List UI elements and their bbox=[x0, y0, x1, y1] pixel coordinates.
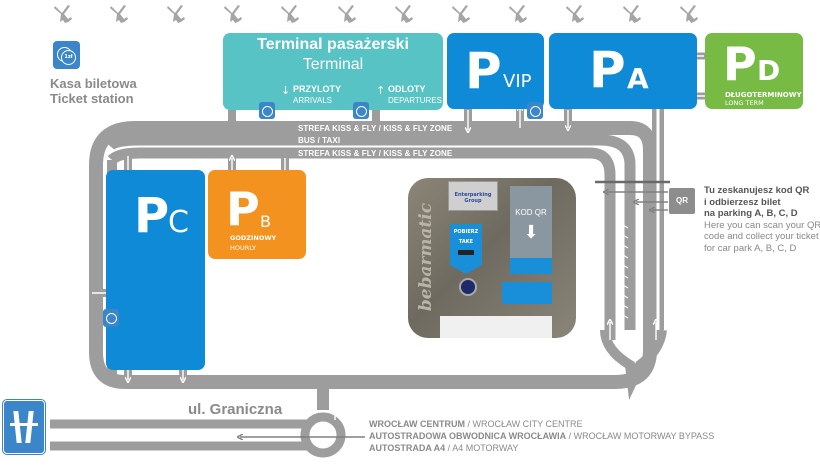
sep: / bbox=[566, 431, 574, 441]
lane-bus-taxi: BUS / TAXI bbox=[298, 136, 341, 145]
ticket-machine-icon bbox=[259, 102, 275, 119]
ticket-machine-icon bbox=[527, 102, 543, 119]
qr-info-pl-2: i odbierzesz bilet bbox=[704, 196, 781, 208]
airplane-icon bbox=[110, 5, 128, 23]
parking-b-desc-en: HOURLY bbox=[230, 244, 257, 252]
lane-kiss-fly-1: STREFA KISS & FLY / KISS & FLY ZONE bbox=[298, 124, 453, 133]
kod-qr-label: KOD QR bbox=[515, 208, 547, 217]
airplane-icon bbox=[281, 5, 299, 23]
ticket-machine-photo: bebarmatic Enterparking Group POBIERZ TA… bbox=[408, 178, 576, 338]
airplane-icon bbox=[509, 5, 527, 23]
airplane-icon bbox=[395, 5, 413, 23]
qr-panel: KOD QR ⬇ bbox=[510, 186, 552, 258]
parking-d-letter: P bbox=[723, 37, 757, 91]
ticket-station-label-pl: Kasa biletowa bbox=[50, 76, 137, 91]
airplane-icon bbox=[224, 5, 242, 23]
terminal-building: Terminal pasażerski Terminal ↓ PRZYLOTY … bbox=[223, 33, 443, 110]
qr-info-en-3: for car park A, B, C, D bbox=[704, 242, 797, 254]
parking-vip-sub: VIP bbox=[503, 71, 532, 92]
destination-line2-pl: AUTOSTRADOWA OBWODNICA WROCŁAWIA bbox=[369, 431, 567, 441]
parking-a-letter: P bbox=[589, 41, 626, 99]
funnel-road bbox=[600, 329, 667, 400]
destination-line1-en: WROCŁAW CITY CENTRE bbox=[472, 419, 583, 429]
qr-info-en-2: code and collect your ticket bbox=[704, 231, 819, 242]
departures-label-pl: ODLOTY bbox=[388, 84, 426, 94]
machine-brand: bebarmatic bbox=[416, 202, 437, 312]
qr-badge: QR bbox=[669, 188, 695, 214]
motorway-sign-icon bbox=[2, 399, 46, 455]
parking-d-sub: D bbox=[757, 54, 781, 87]
street-name: ul. Graniczna bbox=[188, 401, 283, 418]
hatching bbox=[617, 221, 629, 319]
airplane-icon bbox=[680, 5, 698, 23]
qr-info-pl-1: Tu zeskanujesz kod QR bbox=[704, 185, 810, 196]
destination-line2-en: WROCŁAW MOTORWAY BYPASS bbox=[573, 431, 715, 441]
departures-label-en: DEPARTURES bbox=[388, 96, 442, 105]
parking-b[interactable]: P B GODZINOWY HOURLY bbox=[208, 170, 306, 259]
ticket-machine-icon bbox=[103, 309, 119, 327]
airplane-icon bbox=[623, 5, 641, 23]
parking-c[interactable]: P C bbox=[106, 170, 205, 370]
qr-info-pl-3: na parking A, B, C, D bbox=[704, 208, 798, 219]
arrivals-label-pl: PRZYLOTY bbox=[293, 84, 342, 94]
take-label-pl: POBIERZ bbox=[453, 229, 479, 235]
terminal-title-en: Terminal bbox=[302, 56, 364, 73]
destination-city-centre: WROCŁAW CENTRUM / WROCŁAW CITY CENTRE bbox=[369, 418, 714, 430]
parking-vip-letter: P bbox=[465, 42, 502, 100]
terminal-title-pl: Terminal pasażerski bbox=[257, 36, 409, 53]
parking-d[interactable]: P D DŁUGOTERMINOWY LONG TERM bbox=[705, 33, 803, 109]
airplane-icon bbox=[566, 5, 584, 23]
destination-bypass: AUTOSTRADOWA OBWODNICA WROCŁAWIA / WROCŁ… bbox=[369, 430, 714, 442]
qr-info-en-1: Here you can scan your QR bbox=[704, 219, 820, 231]
lane-kiss-fly-2: STREFA KISS & FLY / KISS & FLY ZONE bbox=[298, 149, 453, 158]
destination-a4: AUTOSTRADA A4 / A4 MOTORWAY bbox=[369, 442, 714, 454]
roundabout bbox=[300, 412, 346, 458]
arrivals-arrow-icon: ↓ bbox=[281, 84, 291, 97]
airplane-icon bbox=[54, 5, 72, 23]
destination-line3-en: A4 MOTORWAY bbox=[452, 443, 519, 453]
ticket-station-label-en: Ticket station bbox=[50, 91, 134, 106]
parking-a-sub: A bbox=[627, 62, 649, 95]
bus-taxi-road bbox=[105, 134, 636, 330]
airplane-icon bbox=[338, 5, 356, 23]
parking-d-desc-en: LONG TERM bbox=[725, 99, 764, 107]
parking-b-letter: P bbox=[226, 182, 260, 236]
sep: / bbox=[465, 419, 473, 429]
parking-c-sub: C bbox=[168, 205, 189, 240]
take-label-en: TAKE bbox=[458, 239, 474, 245]
ticket-station-icon: 1zł bbox=[53, 41, 80, 69]
coin-1zl-icon: 1zł bbox=[61, 50, 76, 65]
destination-line1-pl: WROCŁAW CENTRUM bbox=[369, 419, 465, 429]
airplane-icon bbox=[167, 5, 185, 23]
destination-line3-pl: AUTOSTRADA A4 bbox=[369, 443, 446, 453]
parking-vip[interactable]: P VIP bbox=[447, 33, 544, 109]
arrivals-label-en: ARRIVALS bbox=[293, 96, 332, 105]
machine-slot bbox=[440, 316, 552, 338]
ticket-machine-icon bbox=[353, 102, 369, 119]
kiss-fly-inner-road bbox=[107, 147, 616, 340]
parking-b-sub: B bbox=[260, 212, 271, 231]
machine-plate-text: Enterparking Group bbox=[454, 192, 492, 204]
machine-plate: Enterparking Group bbox=[448, 181, 498, 211]
exit-right-arrow-icon bbox=[334, 396, 350, 420]
parking-c-letter: P bbox=[134, 188, 170, 244]
parking-d-desc-pl: DŁUGOTERMINOWY bbox=[725, 91, 802, 99]
departures-arrow-icon: ↑ bbox=[376, 84, 386, 97]
qr-scanner-strip bbox=[510, 258, 552, 274]
parking-a[interactable]: P A bbox=[549, 33, 697, 109]
take-ticket-panel: POBIERZ TAKE bbox=[450, 224, 482, 274]
airplane-row bbox=[54, 5, 698, 23]
machine-button bbox=[459, 278, 477, 296]
parking-b-desc-pl: GODZINOWY bbox=[230, 234, 277, 242]
airplane-icon bbox=[452, 5, 470, 23]
arrow-down-icon: ⬇ bbox=[523, 222, 539, 243]
qr-info-panel bbox=[502, 282, 552, 304]
sep: / bbox=[445, 443, 453, 453]
